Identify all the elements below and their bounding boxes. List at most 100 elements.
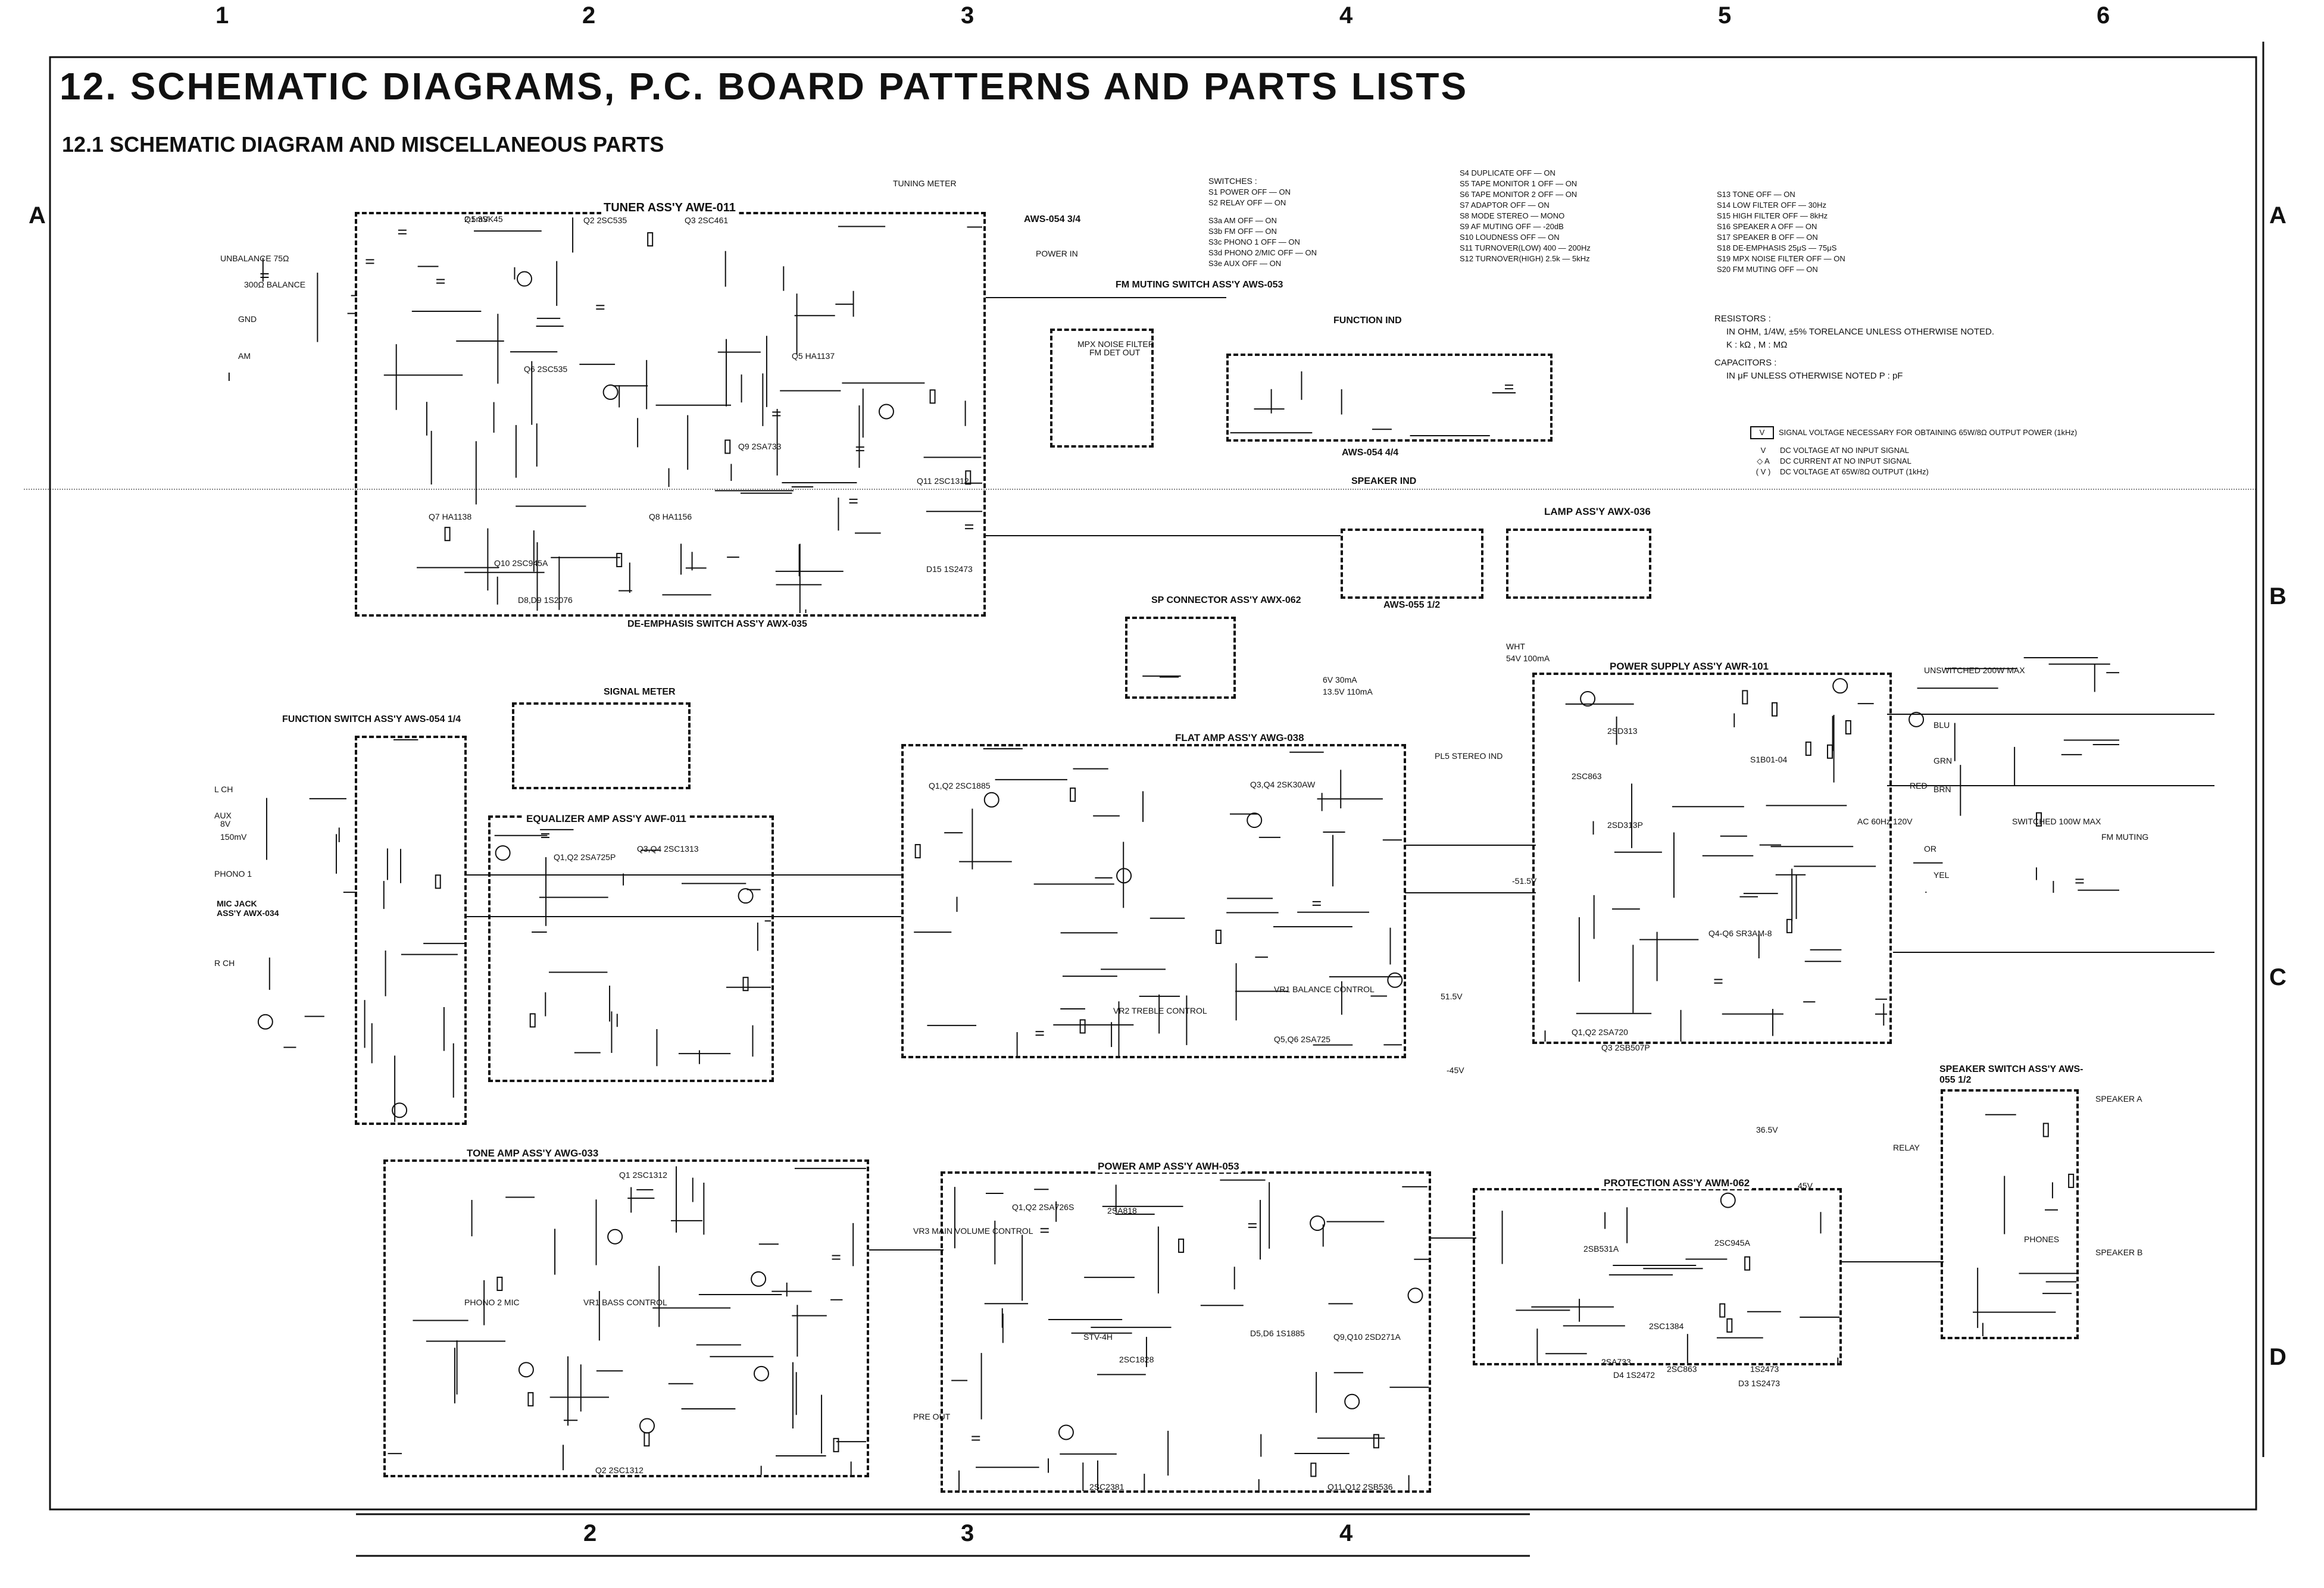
component-label: STV-4H	[1083, 1332, 1113, 1342]
resistor-symbol	[1373, 1434, 1379, 1449]
component-label: AUX	[214, 811, 232, 820]
signal-meter-label: SIGNAL METER	[601, 687, 678, 698]
component-label: SPEAKER B	[2095, 1248, 2143, 1257]
component-label: GRN	[1933, 756, 1953, 765]
aws055-label: AWS-055 1/2	[1381, 600, 1443, 611]
component-label: Q11 2SC1312	[917, 476, 969, 486]
component-label: Q4-Q6 SR3AM-8	[1708, 929, 1772, 938]
transistor-symbol	[607, 1228, 623, 1245]
resistor-symbol	[1742, 690, 1748, 705]
resistor-symbol	[2068, 1173, 2075, 1188]
tuner-assy-block	[355, 212, 986, 617]
component-label: 2SC863	[1572, 771, 1602, 781]
component-label: Q1,Q2 2SA726S	[1012, 1202, 1074, 1212]
component-label: 54V 100mA	[1506, 654, 1550, 663]
lamp-assy-block	[1506, 529, 1651, 599]
resistors-note: IN OHM, 1/4W, ±5% TORELANCE UNLESS OTHER…	[1726, 327, 1994, 337]
capacitor-symbol	[436, 279, 445, 284]
function-ind-label: FUNCTION IND	[1331, 315, 1404, 326]
signal-meter-block	[512, 702, 691, 789]
resistor-symbol	[1079, 1019, 1086, 1034]
transistor-symbol	[518, 1362, 534, 1378]
capacitor-symbol	[398, 229, 407, 235]
component-label: SWITCHED 100W MAX	[2012, 817, 2101, 826]
component-label: D3 1S2473	[1738, 1378, 1781, 1388]
component-label: 1S2473	[1750, 1364, 1779, 1374]
component-label: PHONO 1	[214, 869, 252, 879]
component-label: UNSWITCHED 200W MAX	[1924, 665, 2025, 675]
grid-row-label: D	[2269, 1344, 2286, 1370]
grid-column-label: 2	[583, 1520, 597, 1546]
flat-amp-label: FLAT AMP ASS'Y AWG-038	[1173, 732, 1307, 744]
component-label: 2SB531A	[1583, 1244, 1619, 1253]
component-label: Q3,Q4 2SK30AW	[1250, 780, 1316, 789]
fm-muting-label: FM MUTING SWITCH ASS'Y AWS-053	[1113, 280, 1286, 290]
resistor-symbol	[1719, 1303, 1726, 1318]
component-label: 13.5V 110mA	[1323, 687, 1373, 696]
component-label: Q1,Q2 2SA720	[1572, 1027, 1628, 1037]
capacitor-symbol	[541, 833, 549, 838]
protection-label: PROTECTION ASS'Y AWM-062	[1601, 1177, 1753, 1189]
component-label: Q9,Q10 2SD271A	[1333, 1332, 1401, 1342]
transistor-symbol	[1580, 691, 1596, 707]
resistor-symbol	[1744, 1256, 1751, 1271]
transistor-symbol	[983, 792, 999, 808]
capacitor-symbol	[596, 305, 605, 310]
transistor-symbol	[751, 1271, 767, 1287]
transistor-symbol	[1832, 678, 1848, 694]
transistor-symbol	[1247, 812, 1263, 829]
resistor-symbol	[1805, 741, 1811, 756]
component-label: D4 1S2472	[1613, 1370, 1655, 1380]
grid-column-label: 4	[1339, 2, 1353, 29]
component-label: 2SA733	[1601, 1357, 1631, 1367]
component-label: Q1 3SK45	[464, 214, 503, 224]
sp-connector-label: SP CONNECTOR ASS'Y AWX-062	[1149, 595, 1304, 606]
transistor-symbol	[1407, 1287, 1423, 1303]
component-label: Q11,Q12 2SB536	[1327, 1482, 1393, 1492]
component-label: AC 60Hz 120V	[1857, 817, 1913, 826]
equalizer-amp-block	[488, 815, 774, 1082]
mic-jack-label: MIC JACK ASS'Y AWX-034	[214, 899, 285, 918]
resistor-symbol	[724, 439, 731, 454]
aws054-ind-label: AWS-054 4/4	[1339, 448, 1401, 458]
resistor-symbol	[647, 232, 654, 247]
transistor-symbol	[1116, 868, 1132, 884]
component-label: 2SC945A	[1714, 1238, 1750, 1248]
grid-column-label: 2	[582, 2, 596, 29]
switches-heading: SWITCHES :	[1208, 176, 1257, 186]
component-label: 300Ω BALANCE	[244, 280, 306, 289]
capacitor-symbol	[965, 524, 974, 530]
equalizer-amp-label: EQUALIZER AMP ASS'Y AWF-011	[524, 813, 689, 825]
sp-connector-block	[1125, 617, 1236, 699]
component-label: 8V	[220, 819, 231, 829]
capacitor-symbol	[855, 446, 864, 452]
component-label: 2SD313	[1607, 726, 1638, 736]
power-supply-label: POWER SUPPLY ASS'Y AWR-101	[1607, 661, 1771, 673]
component-label: -51.5V	[1512, 876, 1537, 886]
page-title: 12. SCHEMATIC DIAGRAMS, P.C. BOARD PATTE…	[60, 65, 1469, 108]
component-label: FM MUTING	[2101, 832, 2149, 842]
component-label: Q6 2SC535	[524, 364, 568, 374]
component-label: VR3 MAIN VOLUME CONTROL	[913, 1226, 1033, 1236]
component-label: L CH	[214, 784, 233, 794]
component-label: 150mV	[220, 832, 247, 842]
fm-muting-block	[1050, 329, 1154, 448]
capacitor-symbol	[2075, 879, 2084, 884]
component-label: OR	[1924, 844, 1936, 854]
component-label: 2SC1828	[1119, 1355, 1154, 1364]
component-label: POWER IN	[1036, 249, 1078, 258]
component-label: Q9 2SA733	[738, 442, 782, 451]
component-label: PRE OUT	[913, 1412, 951, 1421]
component-label: Q1,Q2 2SA725P	[554, 852, 616, 862]
resistor-symbol	[1726, 1318, 1733, 1333]
component-label: SPEAKER A	[2095, 1094, 2142, 1104]
resistor-symbol	[742, 977, 749, 992]
transistor-symbol	[738, 888, 754, 904]
capacitors-heading: CAPACITORS :	[1714, 358, 1777, 368]
speaker-switch-block	[1941, 1089, 2079, 1339]
component-label: RELAY	[1893, 1143, 1920, 1152]
component-label: Q10 2SC945A	[494, 558, 548, 568]
component-label: Q1,Q2 2SC1885	[929, 781, 991, 790]
component-label: S1B01-04	[1750, 755, 1788, 764]
